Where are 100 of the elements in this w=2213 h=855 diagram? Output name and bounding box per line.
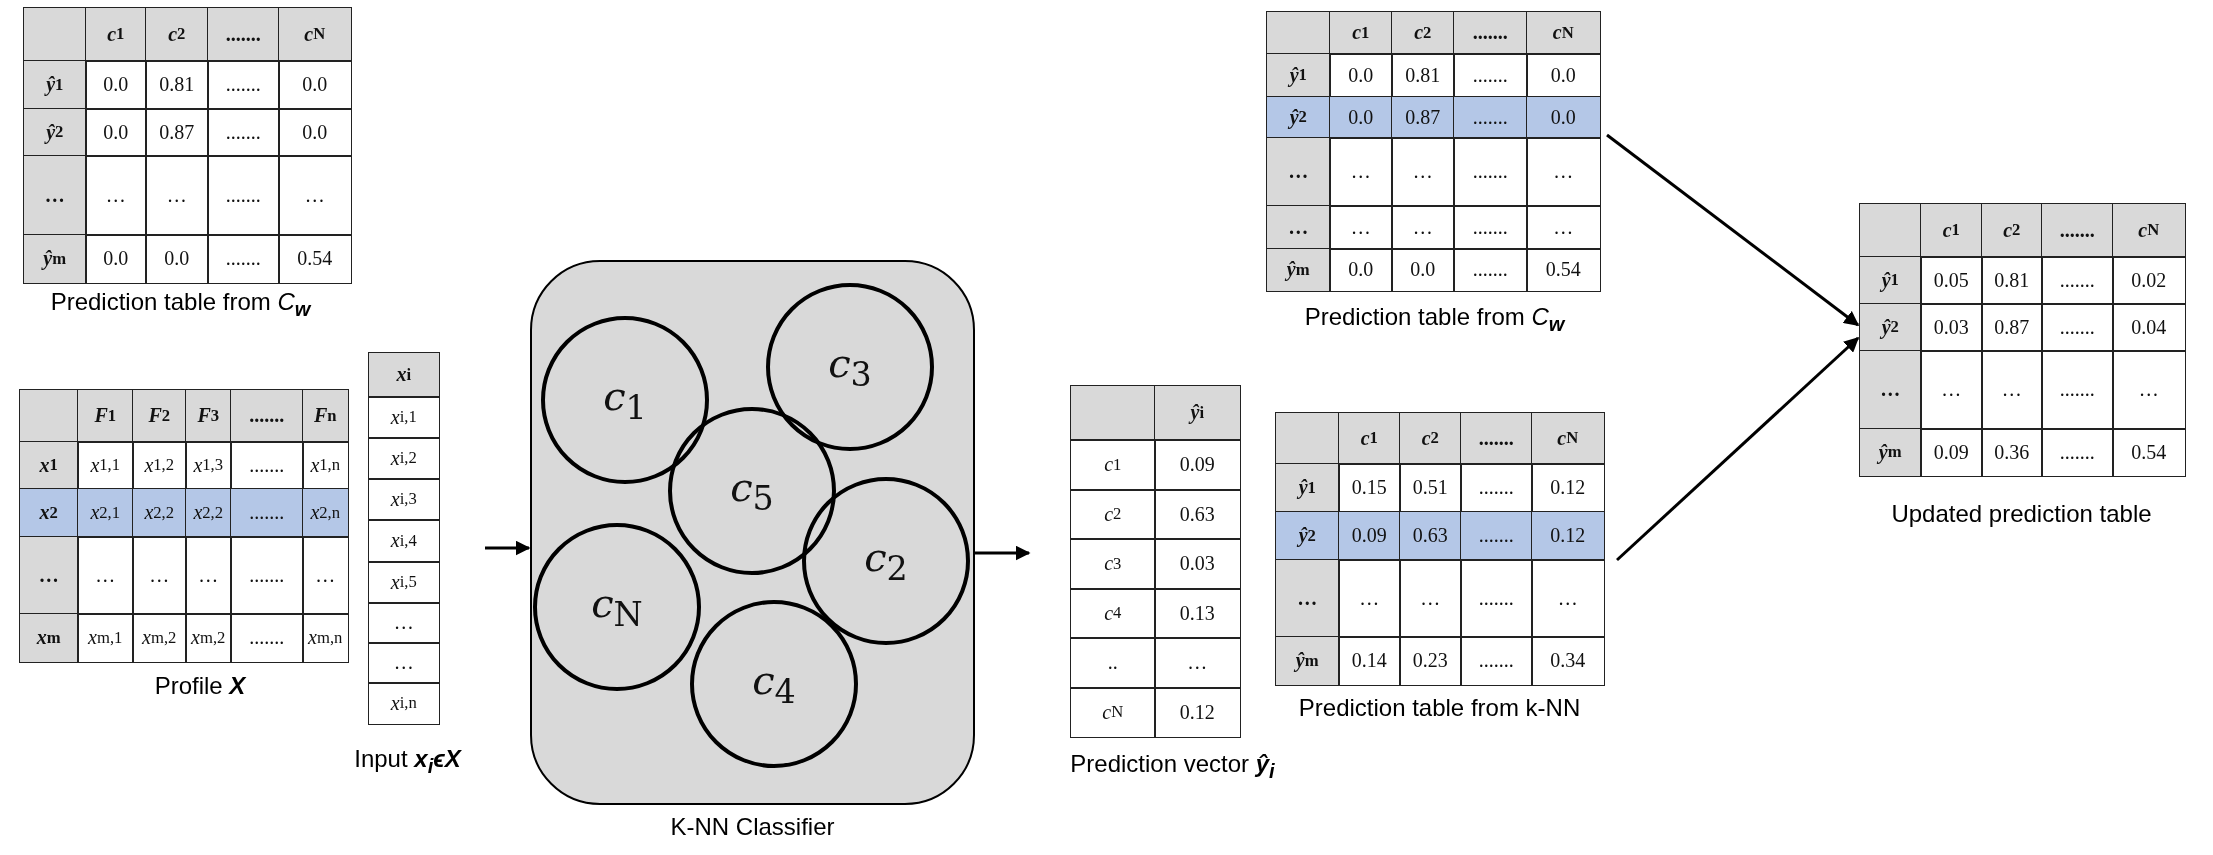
table-cell: 0.0: [1329, 96, 1393, 139]
cluster-circle: [802, 477, 970, 645]
table-cell: 0.14: [1338, 636, 1401, 686]
row-header-cell: …: [1275, 559, 1340, 638]
cluster-label: c$_{1}$: [603, 373, 647, 427]
table-cell: …: [1338, 559, 1401, 638]
table-cell: 0.0: [145, 234, 209, 284]
table-caption: Prediction table from k-NN: [1297, 694, 1582, 722]
cluster-circle: [690, 600, 858, 768]
table-cell: 0.0: [278, 108, 352, 157]
table-caption: Input x$_{i}$ϵX: [353, 745, 463, 778]
table-cell: …: [1526, 205, 1601, 250]
table-cell: 0.0: [278, 60, 352, 110]
header-cell: .......: [1453, 11, 1528, 55]
table-cell: 0.0: [1391, 248, 1455, 292]
table-cell: 0.09: [1338, 511, 1401, 561]
table-caption: Updated prediction table: [1890, 500, 2153, 528]
table-cell: …: [185, 536, 232, 615]
table-cell: .......: [230, 536, 304, 615]
table-cell: …: [1526, 137, 1601, 207]
table-cell: …: [278, 155, 352, 236]
cluster-label: c$_{5}$: [730, 464, 774, 518]
table-cell: 0.03: [1154, 538, 1241, 590]
table-cell: .......: [2041, 303, 2114, 352]
header-cell: .......: [207, 7, 280, 62]
table-cell: 0.34: [1531, 636, 1605, 686]
table-cell: .......: [2041, 256, 2114, 305]
row-header-cell: …: [1859, 350, 1922, 430]
table-cell: 0.36: [1981, 428, 2043, 477]
table-cell: .......: [1460, 636, 1533, 686]
table-cell: 0.63: [1399, 511, 1462, 561]
table-cell: 0.09: [1920, 428, 1983, 477]
table-caption: Prediction vector ŷ$_{i}$: [1069, 750, 1276, 783]
table-cell: 0.0: [85, 60, 147, 110]
table-cell: .......: [1460, 511, 1533, 561]
table-cell: 0.02: [2112, 256, 2186, 305]
table-cell: …: [368, 642, 440, 684]
table-cell: 0.54: [278, 234, 352, 284]
table-cell: .......: [207, 108, 280, 157]
table-cell: …: [2112, 350, 2186, 430]
table-cell: …: [1154, 637, 1241, 689]
row-header-cell: …: [1266, 205, 1331, 250]
table-caption: Prediction table from C$_{w}$: [1303, 303, 1567, 336]
cluster-circle: [668, 407, 836, 575]
table-caption: Profile X: [153, 672, 247, 700]
table-cell: 0.63: [1154, 489, 1241, 540]
table-cell: …: [302, 536, 349, 615]
table-cell: …: [1391, 205, 1455, 250]
table-cell: .......: [207, 60, 280, 110]
table-cell: …: [132, 536, 187, 615]
table-cell: …: [77, 536, 134, 615]
table-cell: 0.87: [1391, 96, 1455, 139]
table-cell: 0.03: [1920, 303, 1983, 352]
table-cell: 0.23: [1399, 636, 1462, 686]
table-cell: 0.87: [1981, 303, 2043, 352]
table-cell: 0.0: [1329, 248, 1393, 292]
table-cell: …: [1981, 350, 2043, 430]
table-cell: 0.04: [2112, 303, 2186, 352]
table-cell: …: [145, 155, 209, 236]
header-cell: .......: [2041, 203, 2114, 258]
header-cell: .......: [230, 389, 304, 443]
cluster-label: c$_{N}$: [591, 580, 643, 634]
cluster-circle: [533, 523, 701, 691]
cluster-circle: [766, 283, 934, 451]
table-cell: 0.13: [1154, 588, 1241, 639]
table-cell: 0.54: [2112, 428, 2186, 477]
table-cell: .......: [1453, 137, 1528, 207]
table-cell: 0.81: [1981, 256, 2043, 305]
table-cell: .......: [207, 155, 280, 236]
cluster-circle: [541, 316, 709, 484]
table-cell: ..: [1070, 637, 1156, 689]
row-header-cell: …: [19, 536, 79, 615]
table-cell: .......: [207, 234, 280, 284]
table-cell: 0.81: [145, 60, 209, 110]
table-cell: 0.09: [1154, 439, 1241, 491]
table-cell: …: [1391, 137, 1455, 207]
table-cell: 0.87: [145, 108, 209, 157]
table-cell: .......: [230, 488, 304, 538]
table-cell: .......: [2041, 428, 2114, 477]
table-cell: …: [1920, 350, 1983, 430]
table-cell: .......: [1453, 205, 1528, 250]
arrow: [485, 540, 531, 556]
table-cell: …: [1329, 205, 1393, 250]
table-cell: 0.05: [1920, 256, 1983, 305]
arrow: [1606, 133, 1860, 327]
table-cell: 0.54: [1526, 248, 1601, 292]
table-cell: 0.0: [1526, 96, 1601, 139]
row-header-cell: …: [1266, 137, 1331, 207]
table-cell: 0.0: [85, 234, 147, 284]
arrow: [1616, 336, 1860, 562]
classifier-caption: K-NN Classifier: [669, 813, 836, 841]
table-caption: Prediction table from C$_{w}$: [49, 288, 313, 321]
table-cell: .......: [2041, 350, 2114, 430]
table-cell: 0.0: [85, 108, 147, 157]
table-cell: …: [1531, 559, 1605, 638]
table-cell: …: [368, 602, 440, 644]
cluster-label: c$_{3}$: [828, 340, 872, 394]
table-cell: .......: [230, 613, 304, 663]
table-cell: .......: [1453, 248, 1528, 292]
cluster-label: c$_{4}$: [752, 657, 796, 711]
